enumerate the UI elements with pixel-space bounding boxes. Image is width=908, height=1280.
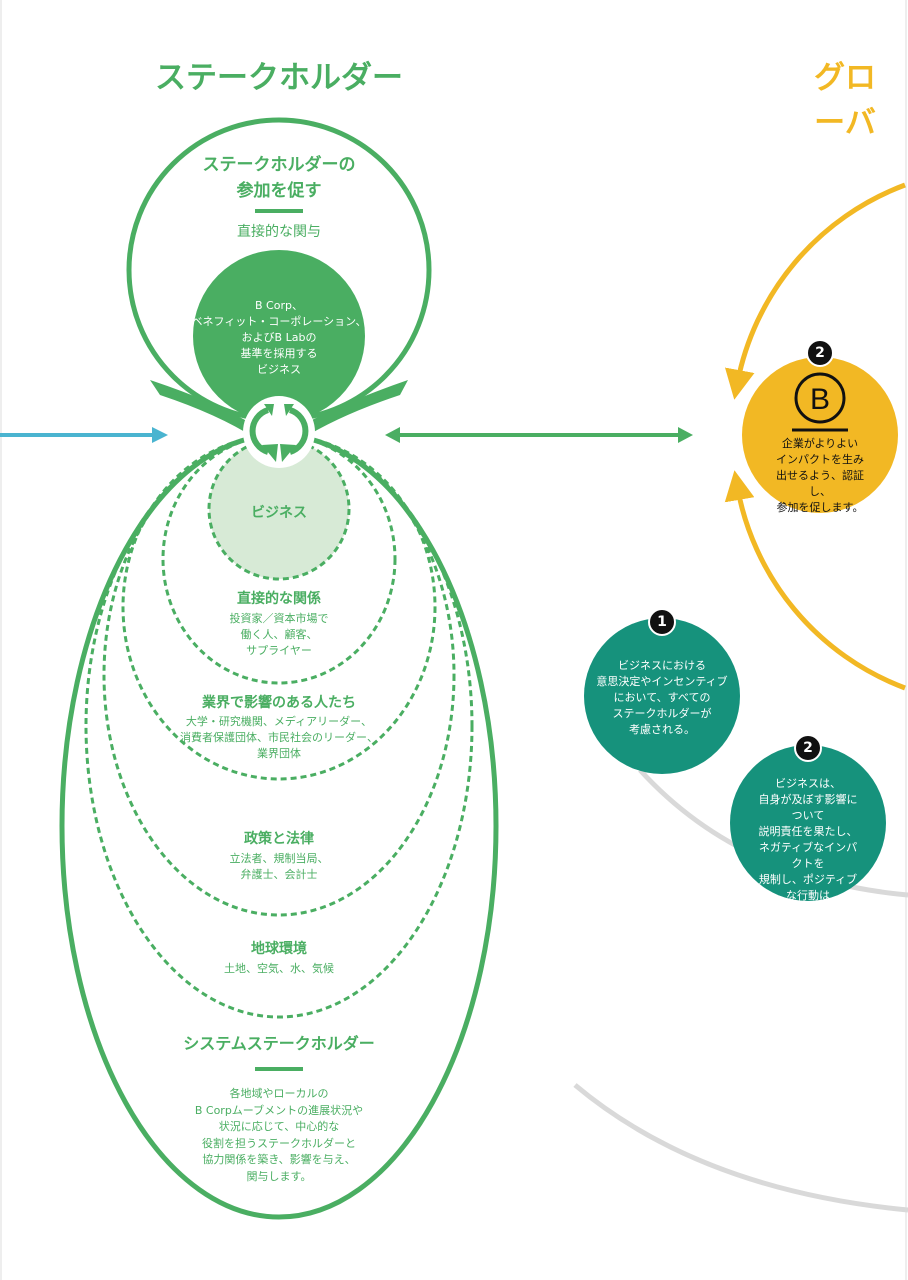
ring-heading: 政策と法律 xyxy=(244,831,314,847)
cycle-arrows-icon xyxy=(243,396,315,468)
ring-heading: 直接的な関係 xyxy=(237,591,321,607)
ring-text: 土地、空気、水、気候 xyxy=(224,962,334,975)
global-title: グローバ xyxy=(814,60,876,141)
ring-heading: 業界で影響のある人たち xyxy=(202,695,356,711)
ring-text: 大学・研究機関、メディアリーダー、 消費者保護団体、市民社会のリーダー、 業界団… xyxy=(180,715,378,760)
engagement-subheading: 直接的な関与 xyxy=(237,224,321,240)
b-corp-logo-icon: B xyxy=(792,372,848,432)
svg-text:B: B xyxy=(810,383,830,416)
number-badge: 2 xyxy=(794,734,822,762)
system-text: 各地域やローカルの B Corpムーブメントの進展状況や 状況に応じて、中心的な… xyxy=(194,1087,364,1183)
heading-divider xyxy=(255,209,303,213)
teal-circle-text: ビジネスは、 自身が及ぼす影響について 説明責任を果たし、 ネガティブなインパク… xyxy=(758,777,858,918)
engagement-heading: ステークホルダーの 参加を促す xyxy=(202,155,356,201)
bcorp-business-text: B Corp、 ベネフィット・コーポレーション、 およびB Labの 基準を採用… xyxy=(191,299,367,376)
ring-heading: 地球環境 xyxy=(251,941,307,957)
gray-arc xyxy=(573,1083,908,1213)
business-circle xyxy=(207,437,351,581)
ring-text: 立法者、規制当局、 弁護士、会計士 xyxy=(229,852,329,881)
teal-circle-text: ビジネスにおける 意思決定やインセンティブ において、すべての ステークホルダー… xyxy=(596,659,728,736)
blab-circle xyxy=(742,357,898,513)
ring-text: 投資家／資本市場で 働く人、顧客、 サプライヤー xyxy=(229,612,329,657)
number-badge: 2 xyxy=(806,339,834,367)
blue-arrowhead xyxy=(152,427,168,443)
teal-circle-1 xyxy=(584,618,740,774)
yellow-cycle-arrow xyxy=(724,182,906,400)
stakeholder-title: ステークホルダー xyxy=(155,60,403,96)
system-divider xyxy=(255,1067,303,1071)
teal-circle-2 xyxy=(730,745,886,901)
system-heading: システムステークホルダー xyxy=(183,1034,375,1053)
blab-text: 企業がよりよい インパクトを生み 出せるよう、認証し、 参加を促します。 xyxy=(776,437,864,514)
yellow-cycle-arrow xyxy=(724,470,906,691)
number-badge: 1 xyxy=(648,608,676,636)
business-label: ビジネス xyxy=(251,505,307,521)
bcorp-business-circle xyxy=(193,250,365,422)
